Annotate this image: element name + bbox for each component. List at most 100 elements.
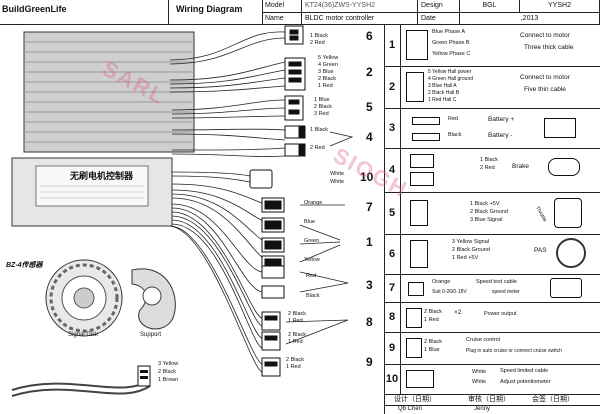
wire-label: White xyxy=(330,171,345,177)
model-label: Model xyxy=(262,0,302,12)
row-number: 1 xyxy=(384,24,401,66)
bz4-label: BZ-4传感器 xyxy=(6,262,43,269)
wire-label: 1 Red xyxy=(288,339,303,345)
design-label: Design xyxy=(418,0,460,12)
row-line: 2 Black Hall B xyxy=(428,90,460,96)
wire-label: 2 Black xyxy=(286,357,305,363)
row-line: 3 Yellow Signal xyxy=(452,239,490,245)
row-line: 2 Black xyxy=(424,339,443,345)
wire-label: Yellow xyxy=(304,257,320,263)
group-number: 2 xyxy=(366,65,373,79)
row-line: 1 Red Hall C xyxy=(428,97,457,103)
group-brackets xyxy=(285,131,354,345)
wire-label: 1 Black xyxy=(310,127,329,133)
designer-name: Qb Chen xyxy=(398,406,423,412)
throttle-icon xyxy=(554,198,582,228)
table-row: 9 2 Black 1 Blue Cruise control Plug in … xyxy=(384,332,600,365)
row-number: 3 xyxy=(384,108,401,148)
row-desc: Throttle xyxy=(534,205,548,224)
wire-label: 3 Red xyxy=(314,111,329,117)
group-number: 8 xyxy=(366,315,373,329)
row-line: 2 Black xyxy=(424,309,443,315)
row-desc: Five thin cable xyxy=(524,86,566,93)
row-line: Yellow Phase C xyxy=(432,51,471,57)
wire-label: 2 Black xyxy=(288,332,307,338)
date-value: ,2013 xyxy=(460,12,600,24)
sensor-wire-label: 1 Brown xyxy=(158,377,179,383)
row-line: Cruise control xyxy=(466,337,500,343)
wire-label: 2 Red xyxy=(310,40,325,46)
table-border xyxy=(384,24,385,414)
row-line: speed meter xyxy=(492,289,520,295)
row-desc: Battery + xyxy=(488,116,515,123)
wire-label: White xyxy=(330,179,345,185)
row-line: White xyxy=(472,379,487,385)
row-number: 5 xyxy=(384,192,401,234)
row-line: 4 Green Hall ground xyxy=(428,76,474,82)
wire-label: 3 Blue xyxy=(318,69,334,75)
group-number: 5 xyxy=(366,100,373,114)
connector-icon xyxy=(408,282,424,296)
code-value: YYSH2 xyxy=(520,0,600,12)
row-number: 2 xyxy=(384,66,401,108)
row-line: 3 Blue Hall A xyxy=(428,83,457,89)
controller-body xyxy=(11,157,173,227)
wire-label: 1 Red xyxy=(318,83,333,89)
row-desc: Connect to motor xyxy=(520,32,570,39)
footer-names: Qb Chen Jenny xyxy=(384,405,600,414)
wire-label: 2 Black xyxy=(314,104,333,110)
row-line: Suit 0-26/0-18V xyxy=(432,289,467,295)
row-desc: Battery - xyxy=(488,132,513,139)
connector-table: 1 Blue Phase A Green Phase B Yellow Phas… xyxy=(384,24,600,414)
row-line: Power output xyxy=(484,311,517,317)
row-number: 7 xyxy=(384,274,401,302)
reviewer-name: Jenny xyxy=(474,406,491,412)
name-label: Name xyxy=(262,12,302,24)
row-line: Speed test cable xyxy=(476,279,517,285)
row-line: Black xyxy=(448,132,462,138)
table-row: 5 1 Black +5V 2 Black Ground 3 Blue Sign… xyxy=(384,192,600,235)
wire-label: Blue xyxy=(304,219,316,225)
row-line: Blue Phase A xyxy=(432,29,466,35)
row-line: 3 Blue Signal xyxy=(470,217,503,223)
table-row: 4 1 Black 2 Red Brake xyxy=(384,148,600,193)
row-line: 1 Black xyxy=(480,157,499,163)
controller-heatsink xyxy=(23,31,195,153)
group-number: 9 xyxy=(366,355,373,369)
speed-meter-icon xyxy=(550,278,582,298)
wiring-drawing xyxy=(11,25,354,397)
connector-icon xyxy=(406,370,434,388)
connector-icon xyxy=(410,172,434,186)
connector-icon xyxy=(410,154,434,168)
row-number: 6 xyxy=(384,234,401,274)
group-number: 1 xyxy=(366,235,373,249)
group-number: 10 xyxy=(360,170,374,184)
connector-group xyxy=(249,25,306,377)
connector-icon xyxy=(410,200,428,226)
pas-disk-icon xyxy=(556,238,586,268)
wire-label: Black xyxy=(306,293,320,299)
footer-row: 设计（日期） 审核（日期） 会签（日期） xyxy=(384,394,600,406)
row-line: 1 Black +5V xyxy=(470,201,500,207)
footer-review: 审核（日期） xyxy=(468,396,510,403)
wire-label: 1 Blue xyxy=(314,97,330,103)
table-row: 3 Red Black Battery + Battery - xyxy=(384,108,600,149)
table-row: 8 2 Black 1 Red ×2 Power output xyxy=(384,302,600,333)
wire-label: 1 Black xyxy=(310,33,329,39)
brake-lever-icon xyxy=(548,158,580,176)
row-line: Plug in auto cruise or connect cruise sw… xyxy=(466,348,562,354)
row-desc: Connect to motor xyxy=(520,74,570,81)
row-line: Speed limited cable xyxy=(500,368,549,374)
footer-design: 设计（日期） xyxy=(394,396,436,403)
row-line: Adjust potentiometer xyxy=(500,379,551,385)
battery-icon xyxy=(544,118,576,138)
support-label: Support xyxy=(140,332,162,338)
header-divider xyxy=(262,0,263,24)
connector-icon xyxy=(406,30,428,60)
connector-icon xyxy=(410,240,428,268)
row-line: 2 Black Ground xyxy=(470,209,508,215)
date-label: Date xyxy=(418,12,460,24)
bz4-sensor xyxy=(11,259,176,397)
sensor-wire-label: 2 Black xyxy=(158,369,177,375)
